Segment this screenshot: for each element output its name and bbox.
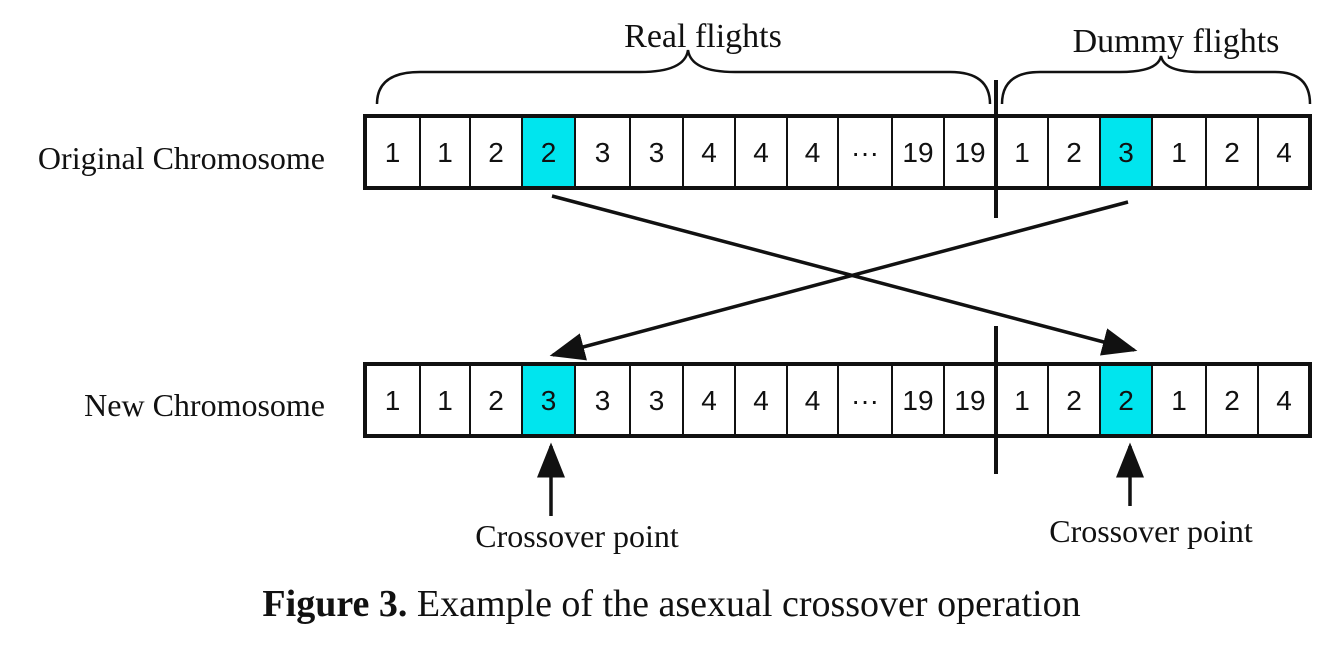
new-real-gene-cell	[574, 363, 631, 437]
crossover-point-label-left: Crossover point	[475, 518, 679, 554]
original-dummy-gene-value: 4	[1276, 137, 1292, 168]
original-dummy-gene-value: 2	[1066, 137, 1082, 168]
new-real-gene-value: 4	[753, 385, 769, 416]
original-real-gene-value: 4	[701, 137, 717, 168]
new-dummy-gene-value: 1	[1014, 385, 1030, 416]
new-real-gene-value: 3	[649, 385, 665, 416]
original-real-gene-value: 3	[595, 137, 611, 168]
new-real-gene-value: 1	[385, 385, 401, 416]
new-real-gene-cell	[891, 363, 945, 437]
new-dummy-gene-value: 2	[1224, 385, 1240, 416]
new-real-gene-value: 2	[488, 385, 504, 416]
new-chromosome-label: New Chromosome	[84, 387, 325, 423]
original-real-gene-cell	[837, 115, 893, 189]
original-chromosome-label: Original Chromosome	[38, 140, 325, 176]
original-real-gene-value: 4	[805, 137, 821, 168]
figure-caption: Figure 3. Example of the asexual crossov…	[0, 582, 1343, 626]
caption-text: Example of the asexual crossover operati…	[416, 583, 1081, 625]
original-dummy-gene-value: 1	[1171, 137, 1187, 168]
new-real-gene-value: ···	[851, 385, 879, 416]
new-dummy-gene-value: 4	[1276, 385, 1292, 416]
original-dummy-gene-cell	[1205, 115, 1259, 189]
new-chromosome: 1 1 2 3 3 3 4 4 4 ··· 19 19 1 2 2 1 2 4	[364, 363, 1311, 437]
original-real-gene-value: 1	[437, 137, 453, 168]
original-real-gene-cell	[734, 115, 788, 189]
new-real-gene-value: 19	[902, 385, 933, 416]
crossover-point-label-right: Crossover point	[1049, 513, 1253, 549]
new-dummy-gene-value: 1	[1171, 385, 1187, 416]
crossover-arrow-to-real	[549, 200, 1129, 361]
original-dummy-gene-value: 1	[1014, 137, 1030, 168]
new-real-gene-value: 19	[954, 385, 985, 416]
original-real-gene-value: 3	[649, 137, 665, 168]
original-real-gene-value: ···	[851, 137, 879, 168]
new-real-gene-value: 3	[595, 385, 611, 416]
new-chromosome-border	[363, 362, 1312, 438]
new-real-gene-value: 4	[701, 385, 717, 416]
original-real-gene-value: 2	[488, 137, 504, 168]
new-dummy-gene-value: 2	[1118, 385, 1134, 416]
original-real-gene-value: 19	[902, 137, 933, 168]
original-chromosome: 1 1 2 2 3 3 4 4 4 ··· 19 19 1 2 3 1 2 4	[364, 115, 1311, 189]
original-real-gene-value: 1	[385, 137, 401, 168]
original-chromosome-border	[363, 114, 1312, 190]
new-real-gene-value: 4	[805, 385, 821, 416]
new-dummy-gene-cell	[1257, 363, 1311, 437]
dummy-flights-brace	[1000, 55, 1312, 105]
new-real-gene-cell	[419, 363, 471, 437]
new-dummy-gene-value: 2	[1066, 385, 1082, 416]
new-real-gene-cell	[364, 363, 421, 437]
new-real-gene-value: 3	[541, 385, 557, 416]
original-real-gene-cell	[629, 115, 684, 189]
original-real-gene-value: 4	[753, 137, 769, 168]
real-flights-brace	[375, 49, 992, 105]
original-dummy-gene-cell	[1151, 115, 1207, 189]
dummy-flights-label: Dummy flights	[1073, 23, 1280, 60]
original-real-gene-cell	[943, 115, 997, 189]
real-flights-label: Real flights	[624, 18, 782, 55]
original-real-gene-value: 2	[541, 137, 557, 168]
original-dummy-gene-value: 2	[1224, 137, 1240, 168]
original-dummy-gene-value: 3	[1118, 137, 1134, 168]
crossover-arrow-to-dummy	[551, 194, 1138, 356]
original-real-gene-value: 19	[954, 137, 985, 168]
new-real-gene-cell	[786, 363, 839, 437]
caption-figure-number: Figure 3.	[262, 583, 408, 625]
new-real-gene-value: 1	[437, 385, 453, 416]
